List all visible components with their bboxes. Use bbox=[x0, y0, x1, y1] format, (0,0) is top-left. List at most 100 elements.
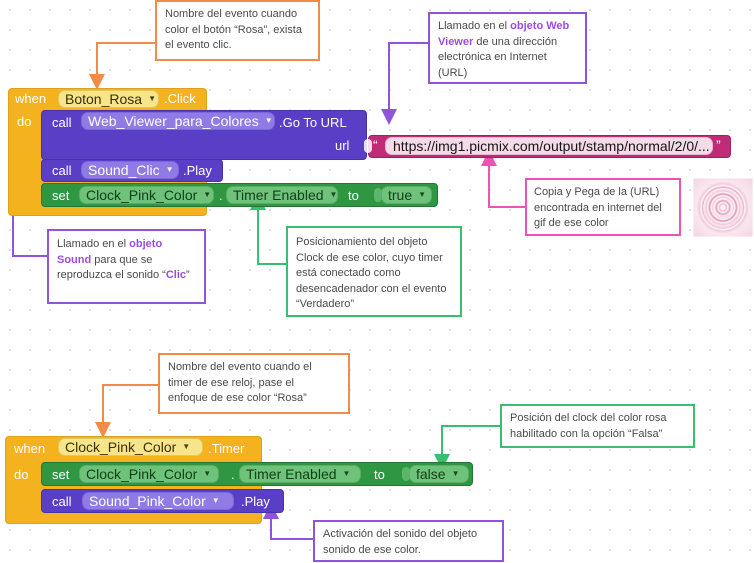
when-label: when bbox=[14, 441, 46, 456]
false-value-dropdown[interactable]: false ▼ bbox=[409, 465, 469, 483]
do-label: do bbox=[14, 467, 29, 482]
chevron-down-icon: ▼ bbox=[182, 442, 191, 451]
note-line: Posicionamiento del objeto bbox=[296, 236, 428, 248]
note-text: ” bbox=[186, 269, 190, 282]
note-text: (URL) bbox=[438, 66, 468, 79]
note-line: sonido de ese color. bbox=[323, 543, 421, 556]
socket-edge bbox=[374, 188, 382, 202]
dot-separator: . bbox=[219, 188, 223, 203]
connector-clock-disabled bbox=[434, 425, 500, 470]
note-line: enfoque de ese color “Rosa” bbox=[168, 392, 307, 405]
note-accent: objeto bbox=[129, 238, 163, 250]
go-to-url-method: .Go To URL bbox=[279, 115, 347, 130]
annotation-clock-position: Posicionamiento del objeto Clock de ese … bbox=[286, 226, 462, 317]
note-accent: Sound bbox=[57, 253, 92, 266]
annotation-sound-activation: Activación del sonido del objeto sonido … bbox=[313, 520, 504, 562]
annotation-boton-rosa-event: Nombre del evento cuando color el botón … bbox=[155, 0, 320, 61]
boton-rosa-label: Boton_Rosa bbox=[65, 91, 143, 107]
quote-close-icon: ” bbox=[716, 137, 721, 153]
sound-clic-label: Sound_Clic bbox=[88, 162, 160, 178]
note-text: Llamado en el bbox=[438, 20, 511, 32]
clock-pink-color-dropdown[interactable]: Clock_Pink_Color ▼ bbox=[79, 465, 219, 483]
chevron-down-icon: ▼ bbox=[342, 469, 351, 478]
true-value-dropdown[interactable]: true ▼ bbox=[381, 186, 432, 204]
note-line: el evento clic. bbox=[165, 39, 232, 52]
play-method: .Play bbox=[241, 494, 270, 509]
chevron-down-icon: ▼ bbox=[451, 469, 460, 478]
note-text: de una dirección bbox=[473, 35, 558, 48]
note-line: Clock de ese color, cuyo timer bbox=[296, 251, 443, 264]
sound-clic-dropdown[interactable]: Sound_Clic ▼ bbox=[81, 161, 179, 179]
clock-pink-color-event-dropdown[interactable]: Clock_Pink_Color ▼ bbox=[58, 438, 203, 456]
chevron-down-icon: ▼ bbox=[418, 190, 427, 199]
note-text: reproduzca el sonido “ bbox=[57, 269, 166, 282]
connector-web-viewer bbox=[381, 42, 428, 125]
chevron-down-icon: ▼ bbox=[165, 165, 174, 174]
sound-pink-color-dropdown[interactable]: Sound_Pink_Color ▼ bbox=[82, 492, 234, 510]
note-line: está conectado como bbox=[296, 267, 401, 280]
connector-clock-position bbox=[250, 194, 286, 265]
set-label: set bbox=[52, 188, 70, 203]
chevron-down-icon: ▼ bbox=[148, 94, 156, 103]
socket-edge bbox=[364, 139, 372, 153]
note-line: habilitado con la opción “Falsa” bbox=[510, 427, 663, 440]
chevron-down-icon: ▼ bbox=[211, 496, 220, 505]
dot-separator: . bbox=[231, 467, 235, 482]
annotation-web-viewer: Llamado en el objeto Web Viewer de una d… bbox=[428, 12, 587, 84]
clock-pink-color-label: Clock_Pink_Color bbox=[86, 466, 198, 482]
note-line: Copia y Pega de la (URL) bbox=[534, 186, 660, 198]
true-value-label: true bbox=[388, 187, 413, 203]
connector-boton-rosa bbox=[89, 42, 155, 90]
annotation-copy-paste-url: Copia y Pega de la (URL) encontrada en i… bbox=[525, 178, 681, 236]
call-label: call bbox=[52, 163, 72, 178]
click-event-label: .Click bbox=[164, 91, 196, 106]
clock-pink-color-dropdown[interactable]: Clock_Pink_Color ▼ bbox=[79, 186, 214, 204]
call-label: call bbox=[52, 115, 72, 130]
connector-url-value bbox=[481, 150, 525, 208]
note-accent: Viewer bbox=[438, 35, 474, 48]
boton-rosa-dropdown[interactable]: Boton_Rosa ▼ bbox=[58, 90, 159, 108]
note-line: timer de ese reloj, pase el bbox=[168, 376, 294, 389]
timer-enabled-dropdown[interactable]: Timer Enabled ▼ bbox=[239, 465, 361, 483]
sound-pink-color-label: Sound_Pink_Color bbox=[89, 493, 206, 509]
url-value-field[interactable]: https://img1.picmix.com/output/stamp/nor… bbox=[385, 137, 713, 155]
connector-timer-event bbox=[95, 384, 158, 438]
annotation-timer-event: Nombre del evento cuando el timer de ese… bbox=[158, 353, 350, 414]
chevron-down-icon: ▼ bbox=[264, 116, 273, 125]
clock-pink-color-label: Clock_Pink_Color bbox=[86, 187, 198, 203]
play-method: .Play bbox=[183, 163, 212, 178]
note-line: encontrada en internet del bbox=[534, 201, 662, 214]
note-line: Nombre del evento cuando el bbox=[168, 361, 312, 373]
annotation-clock-disabled: Posición del clock del color rosa habili… bbox=[500, 404, 695, 448]
url-value-text: https://img1.picmix.com/output/stamp/nor… bbox=[393, 138, 710, 154]
to-label: to bbox=[374, 467, 385, 482]
note-line: desencadenador con el evento bbox=[296, 282, 447, 295]
note-line: color el botón “Rosa”, exista bbox=[165, 23, 302, 36]
note-line: Nombre del evento cuando bbox=[165, 8, 298, 20]
timer-enabled-label: Timer Enabled bbox=[246, 466, 337, 482]
quote-open-icon: “ bbox=[373, 137, 378, 153]
web-viewer-dropdown[interactable]: Web_Viewer_para_Colores ▼ bbox=[81, 112, 275, 130]
to-label: to bbox=[348, 188, 359, 203]
note-line: Activación del sonido del objeto bbox=[323, 528, 478, 540]
note-text: para que se bbox=[91, 253, 153, 266]
chevron-down-icon: ▼ bbox=[203, 190, 212, 199]
pink-gif-thumbnail bbox=[693, 178, 753, 237]
set-label: set bbox=[52, 467, 70, 482]
timer-event-label: .Timer bbox=[208, 441, 245, 456]
clock-pink-color-event-label: Clock_Pink_Color bbox=[65, 439, 177, 455]
do-label: do bbox=[17, 114, 32, 129]
note-accent: Clic bbox=[165, 269, 187, 282]
web-viewer-label: Web_Viewer_para_Colores bbox=[88, 113, 259, 129]
url-param-label: url bbox=[335, 138, 350, 153]
note-line: Posición del clock del color rosa bbox=[510, 412, 667, 424]
when-label: when bbox=[15, 91, 47, 106]
connector-sound-activation bbox=[263, 503, 313, 540]
note-accent: objeto Web bbox=[510, 20, 570, 32]
timer-enabled-dropdown[interactable]: Timer Enabled ▼ bbox=[226, 186, 338, 204]
note-line: “Verdadero” bbox=[296, 298, 355, 311]
annotation-sound-object: Llamado en el objeto Sound para que se r… bbox=[47, 229, 206, 304]
call-label: call bbox=[52, 494, 72, 509]
note-text: electrónica en Internet bbox=[438, 51, 547, 64]
